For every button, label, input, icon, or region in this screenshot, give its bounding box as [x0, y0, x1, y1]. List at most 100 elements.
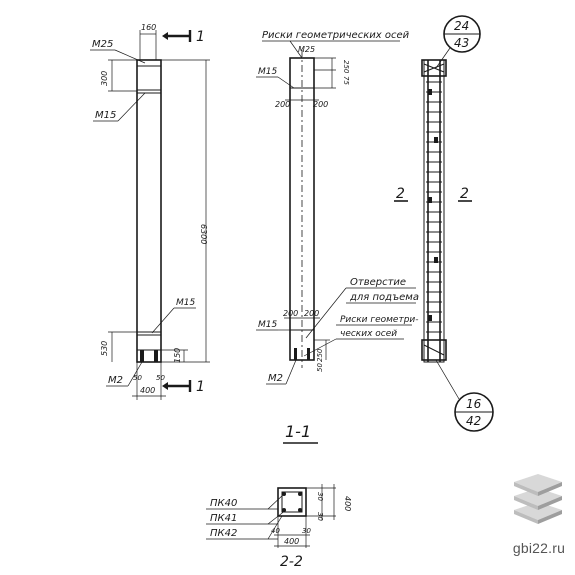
cage-spacer	[428, 315, 432, 321]
logo-slab-middle-side-left	[514, 496, 538, 510]
s-dim-400v: 400	[343, 496, 352, 511]
site-label[interactable]: gbi22.ru	[512, 540, 566, 556]
logo-slab-bottom-side-right	[538, 510, 562, 524]
label-m15-a: М15	[95, 110, 116, 121]
s-dim-30c: 30	[302, 527, 311, 535]
label-m25: М25	[92, 39, 113, 50]
dim-200-c: 200	[283, 309, 298, 318]
logo-slab-middle-side-right	[538, 496, 562, 510]
logo-slab-top-side-left	[514, 482, 538, 496]
bubble-top-num: 24	[454, 19, 469, 33]
dim-400-a: 400	[140, 386, 155, 395]
cage-spacer	[428, 89, 432, 95]
section-2-right: 2	[460, 186, 469, 202]
label-otverstie-2: для подъема	[349, 292, 419, 303]
label-m2-b: М2	[268, 373, 283, 384]
bottom-rebar-left	[140, 350, 144, 362]
s-dim-30a: 30	[316, 492, 324, 501]
logo-slab-top	[514, 474, 562, 492]
label-riski-2-b: ческих осей	[340, 329, 397, 339]
section-outline	[277, 487, 307, 517]
pk40-leader	[267, 493, 285, 510]
gbi22-logo	[514, 474, 562, 524]
riski-2-leader	[303, 338, 337, 357]
section-bar-2	[298, 492, 302, 496]
m15-c-leader	[277, 76, 295, 89]
section-1-bottom-label: 1	[196, 379, 205, 395]
pk41-leader	[267, 509, 287, 525]
view-title-1-1: 1-1	[285, 422, 311, 441]
cage-bottom-cap	[421, 339, 447, 361]
section-bar-4	[298, 508, 302, 512]
label-pk40: ПК40	[210, 498, 237, 509]
label-m15-c: М15	[258, 67, 277, 77]
dim-300: 300	[100, 71, 109, 86]
label-m2-a: М2	[108, 375, 123, 386]
cage-bottom-hatch	[423, 344, 445, 356]
otverstie-leader	[305, 287, 347, 339]
label-m15-d: М15	[258, 320, 277, 330]
section-1-bottom-arrow	[162, 382, 168, 390]
m15-b-leader	[151, 307, 175, 334]
s-dim-30b: 30	[316, 512, 324, 521]
elevation-view-left: 1 1 160 М25 300 М15	[90, 23, 210, 400]
logo-slab-bottom	[514, 502, 562, 520]
cage-top-cap	[421, 59, 447, 77]
logo-slab-stack	[514, 474, 562, 524]
bottom-rebar-right	[154, 350, 158, 362]
bubble-top-leader	[435, 47, 451, 69]
cage-top-hatch-2	[423, 63, 445, 73]
logo-slab-top-side-right	[538, 482, 562, 496]
section-2-left: 2	[396, 186, 405, 202]
label-otverstie-1: Отверстие	[350, 277, 406, 288]
riski-axes-leader	[289, 40, 303, 59]
m15-a-leader	[117, 92, 146, 122]
section-1-top-label: 1	[196, 29, 205, 45]
cage-spacer	[428, 197, 432, 203]
label-riski-2-a: Риски геометри-	[340, 315, 419, 325]
dim-250b: 250	[316, 348, 324, 362]
cage-spacer	[434, 257, 438, 263]
dim-50c: 50	[316, 363, 324, 372]
label-pk42: ПК42	[210, 528, 237, 539]
logo-slab-middle	[514, 488, 562, 506]
dim-200-b: 200	[313, 100, 328, 109]
dim-6300: 6300	[199, 224, 208, 244]
dim-150: 150	[173, 348, 182, 363]
pk42-leader	[267, 515, 283, 540]
dim-160: 160	[141, 23, 156, 32]
view-title-2-2: 2-2	[280, 554, 303, 570]
cage-stirrups	[426, 81, 442, 333]
bubble-bottom-den: 42	[466, 414, 481, 428]
m2-a-leader	[127, 361, 143, 387]
label-m25-b: М25	[298, 45, 315, 54]
bubble-bottom-num: 16	[466, 397, 482, 411]
s-dim-40: 40	[271, 527, 280, 535]
dim-530: 530	[100, 341, 109, 356]
bubble-top-den: 43	[454, 36, 469, 50]
column-b-rebar-left	[294, 348, 297, 360]
column-outline	[136, 59, 162, 363]
dim-50-a: 50	[133, 374, 142, 382]
logo-slab-bottom-side-left	[514, 510, 538, 524]
m25-leader	[114, 49, 146, 64]
cage-outline	[423, 59, 445, 363]
reinforcement-view: 2 2 24 43 16 42	[394, 15, 494, 432]
dim-200-d: 200	[304, 309, 319, 318]
elevation-view-middle: Риски геометрических осей М25 М15 200 20…	[256, 30, 419, 385]
section-1-top-arrow	[162, 32, 168, 40]
s-dim-400h: 400	[284, 537, 299, 546]
cage-spacer	[434, 137, 438, 143]
dim-250: 250	[342, 60, 350, 74]
bubble-bottom-leader	[435, 359, 460, 400]
label-pk41: ПК41	[210, 513, 237, 524]
label-m15-b: М15	[176, 298, 195, 308]
section-2-2: ПК40 ПК41 ПК42 30 400 30 40 30 400	[206, 484, 352, 570]
label-riski-axes: Риски геометрических осей	[262, 30, 410, 41]
dim-75: 75	[342, 76, 350, 85]
dim-200-a: 200	[275, 100, 290, 109]
section-stirrup	[281, 491, 303, 513]
m2-b-leader	[285, 359, 297, 385]
